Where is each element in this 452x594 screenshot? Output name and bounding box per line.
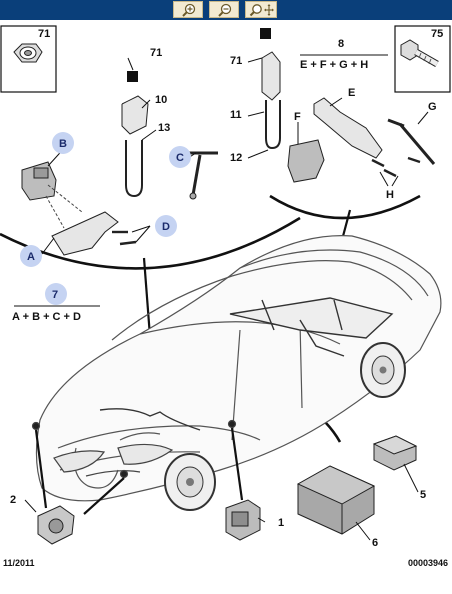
label-h: H — [386, 189, 394, 201]
label-2: 2 — [10, 494, 16, 506]
label-1: 1 — [278, 517, 284, 529]
pan-button[interactable] — [245, 1, 277, 18]
left-sensor-assembly — [21, 151, 218, 256]
screw-part-75-icon — [400, 39, 439, 68]
height-sensor-bracket — [121, 71, 149, 198]
callout-b: B — [52, 132, 74, 154]
footer-reference: 00003946 — [407, 558, 448, 568]
label-6: 6 — [372, 537, 378, 549]
label-f: F — [294, 111, 301, 123]
callout-a: A — [20, 245, 42, 267]
label-10: 10 — [155, 94, 167, 106]
magnifier-plus-icon — [182, 3, 196, 17]
module-part-5-icon — [372, 435, 418, 471]
rear-subframe — [229, 297, 394, 357]
nut-part-71-icon — [13, 43, 43, 63]
right-detail-arc — [269, 194, 421, 220]
callout-7: 7 — [45, 283, 67, 305]
viewer-toolbar — [0, 0, 452, 20]
control-switch-part-1-icon — [225, 499, 261, 541]
label-11: 11 — [230, 109, 242, 121]
front-headlamp-area — [31, 419, 237, 479]
label-12: 12 — [230, 152, 242, 164]
wiring-harness — [99, 408, 201, 431]
label-75-box: 75 — [431, 28, 443, 40]
label-8: 8 — [338, 38, 344, 50]
front-wheel — [164, 453, 216, 511]
svg-text:D: D — [162, 221, 170, 233]
zoom-out-button[interactable] — [209, 1, 239, 18]
control-unit-part-6-icon — [296, 465, 376, 535]
svg-text:B: B — [59, 138, 67, 150]
formula-8: E + F + G + H — [300, 59, 368, 71]
label-71-box: 71 — [38, 28, 50, 40]
callout-d: D — [155, 215, 177, 237]
magnifier-move-icon — [249, 3, 274, 16]
svg-text:7: 7 — [52, 289, 58, 301]
callout-c: C — [169, 146, 191, 168]
svg-text:A: A — [27, 251, 35, 263]
label-13: 13 — [158, 122, 170, 134]
label-g: G — [428, 101, 437, 113]
label-71-right: 71 — [230, 55, 242, 67]
magnifier-minus-icon — [218, 3, 232, 17]
label-e: E — [348, 87, 355, 99]
label-71-left: 71 — [150, 47, 162, 59]
svg-text:C: C — [176, 152, 184, 164]
footer-date: 11/2011 — [3, 558, 35, 568]
label-5: 5 — [420, 489, 426, 501]
formula-7: A + B + C + D — [12, 311, 81, 323]
zoom-in-button[interactable] — [173, 1, 203, 18]
rear-wheel — [360, 342, 406, 398]
headlamp-motor-part-2-icon — [37, 505, 75, 545]
